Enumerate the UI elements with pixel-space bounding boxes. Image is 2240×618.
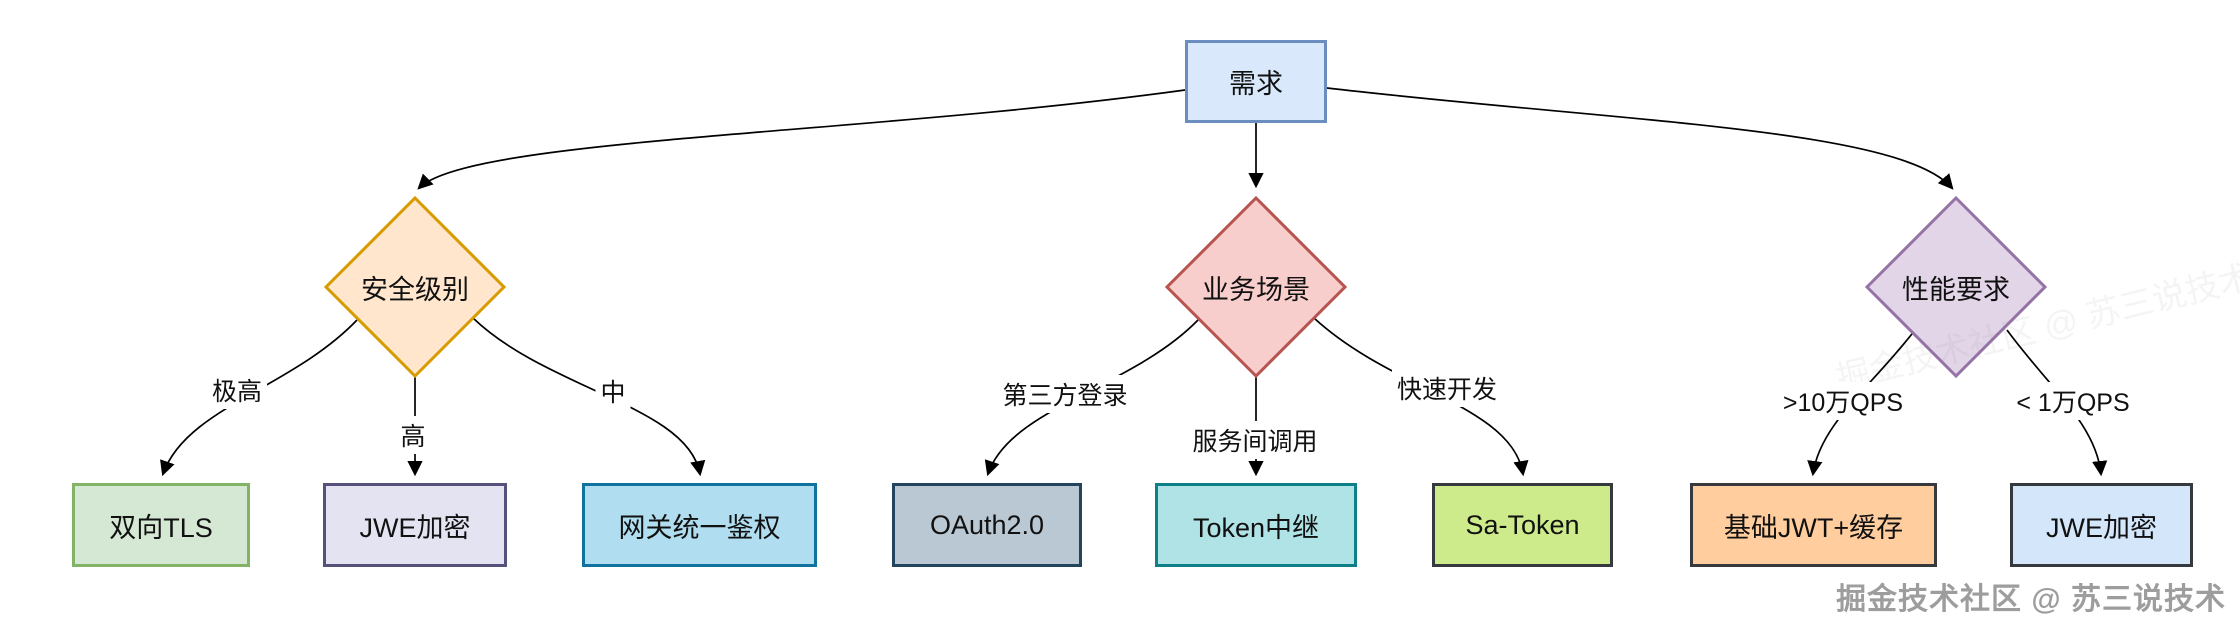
edge-label-extreme-high: 极高 xyxy=(206,371,268,409)
edge-label-medium: 中 xyxy=(595,372,631,410)
edge-label-over-100k-qps: >10万QPS xyxy=(1777,382,1909,420)
node-sa-token: Sa-Token xyxy=(1432,483,1613,567)
node-gateway-unified-auth: 网关统一鉴权 xyxy=(582,483,817,567)
node-mtls: 双向TLS xyxy=(72,483,250,567)
node-oauth2: OAuth2.0 xyxy=(892,483,1082,567)
node-token-relay: Token中继 xyxy=(1155,483,1357,567)
diamond-business-scenario xyxy=(1164,195,1348,379)
node-basic-jwt-cache: 基础JWT+缓存 xyxy=(1690,483,1937,567)
diamond-performance-requirement xyxy=(1864,195,2048,379)
edge-label-service-call: 服务间调用 xyxy=(1187,421,1323,459)
node-jwe-encryption-left: JWE加密 xyxy=(323,483,507,567)
edge-security-to-gateway xyxy=(472,317,706,477)
edge-label-third-party-login: 第三方登录 xyxy=(997,375,1133,413)
node-jwe-encryption-right: JWE加密 xyxy=(2010,483,2193,567)
edge-label-under-10k-qps: < 1万QPS xyxy=(2011,382,2135,420)
diamond-security-level xyxy=(323,195,507,379)
edge-root-to-security xyxy=(417,89,1186,190)
node-requirement: 需求 xyxy=(1185,40,1327,123)
edge-label-high: 高 xyxy=(395,416,431,454)
community-watermark: 掘金技术社区 @ 苏三说技术 xyxy=(1836,583,2226,616)
edge-label-rapid-dev: 快速开发 xyxy=(1391,369,1503,407)
edge-root-to-performance xyxy=(1326,87,1954,190)
